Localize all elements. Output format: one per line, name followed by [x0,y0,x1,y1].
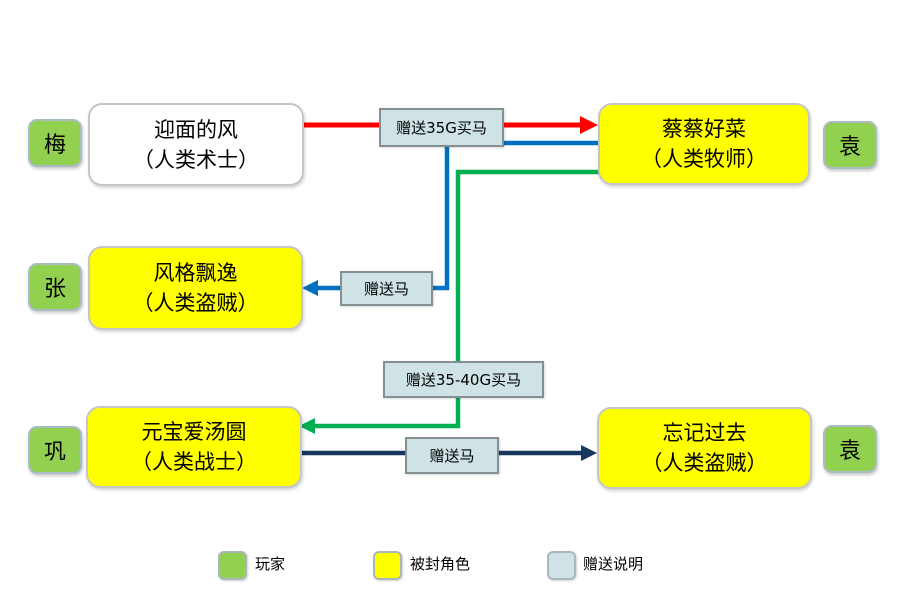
legend-swatch-banned-character [373,551,402,580]
node-rogue: 风格飘逸 （人类盗贼） [88,246,303,330]
edge-label-give-35g: 赠送35G买马 [379,108,504,147]
node-warlock-name: 迎面的风 [154,117,238,142]
node-warrior-name: 元宝爱汤圆 [141,420,247,444]
legend-label-banned-character: 被封角色 [410,555,471,573]
node-rogue2-name: 忘记过去 [662,421,747,445]
player-badge-mei: 梅 [28,119,82,167]
edge-label-give-horse-mid: 赠送马 [340,271,433,306]
edge-priest-to-rogue-line [318,140,601,291]
node-priest-role: （人类牧师） [641,147,767,171]
node-warlock: 迎面的风 （人类术士） [88,103,304,186]
edge-label-give-horse-bottom: 赠送马 [405,437,499,474]
node-rogue2-role: （人类盗贼） [641,451,768,475]
node-rogue-role: （人类盗贼） [132,291,259,315]
node-warlock-role: （人类术士） [133,147,259,172]
node-priest-name: 蔡蔡好菜 [662,117,746,141]
edge-label-give-35-40g: 赠送35-40G买马 [383,361,544,398]
player-badge-gong: 巩 [28,426,82,474]
player-badge-zhang: 张 [28,263,82,311]
node-rogue-name: 风格飘逸 [153,261,238,285]
legend-swatch-player [218,551,247,580]
legend-swatch-gift-note [547,551,576,580]
legend-label-player: 玩家 [255,555,286,573]
player-badge-yuan-bottom: 袁 [823,425,877,473]
edge-warrior-to-rogue2-arrowhead [581,445,597,461]
node-priest: 蔡蔡好菜 （人类牧师） [598,103,810,185]
node-rogue2: 忘记过去 （人类盗贼） [597,407,812,489]
node-warrior: 元宝爱汤圆 （人类战士） [86,406,302,488]
player-badge-yuan-top: 袁 [823,121,877,169]
edge-warlock-to-priest-arrowhead [580,116,598,134]
legend-label-gift-note: 赠送说明 [583,555,644,573]
node-warrior-role: （人类战士） [131,450,257,474]
edge-priest-to-rogue-arrowhead [302,280,318,296]
